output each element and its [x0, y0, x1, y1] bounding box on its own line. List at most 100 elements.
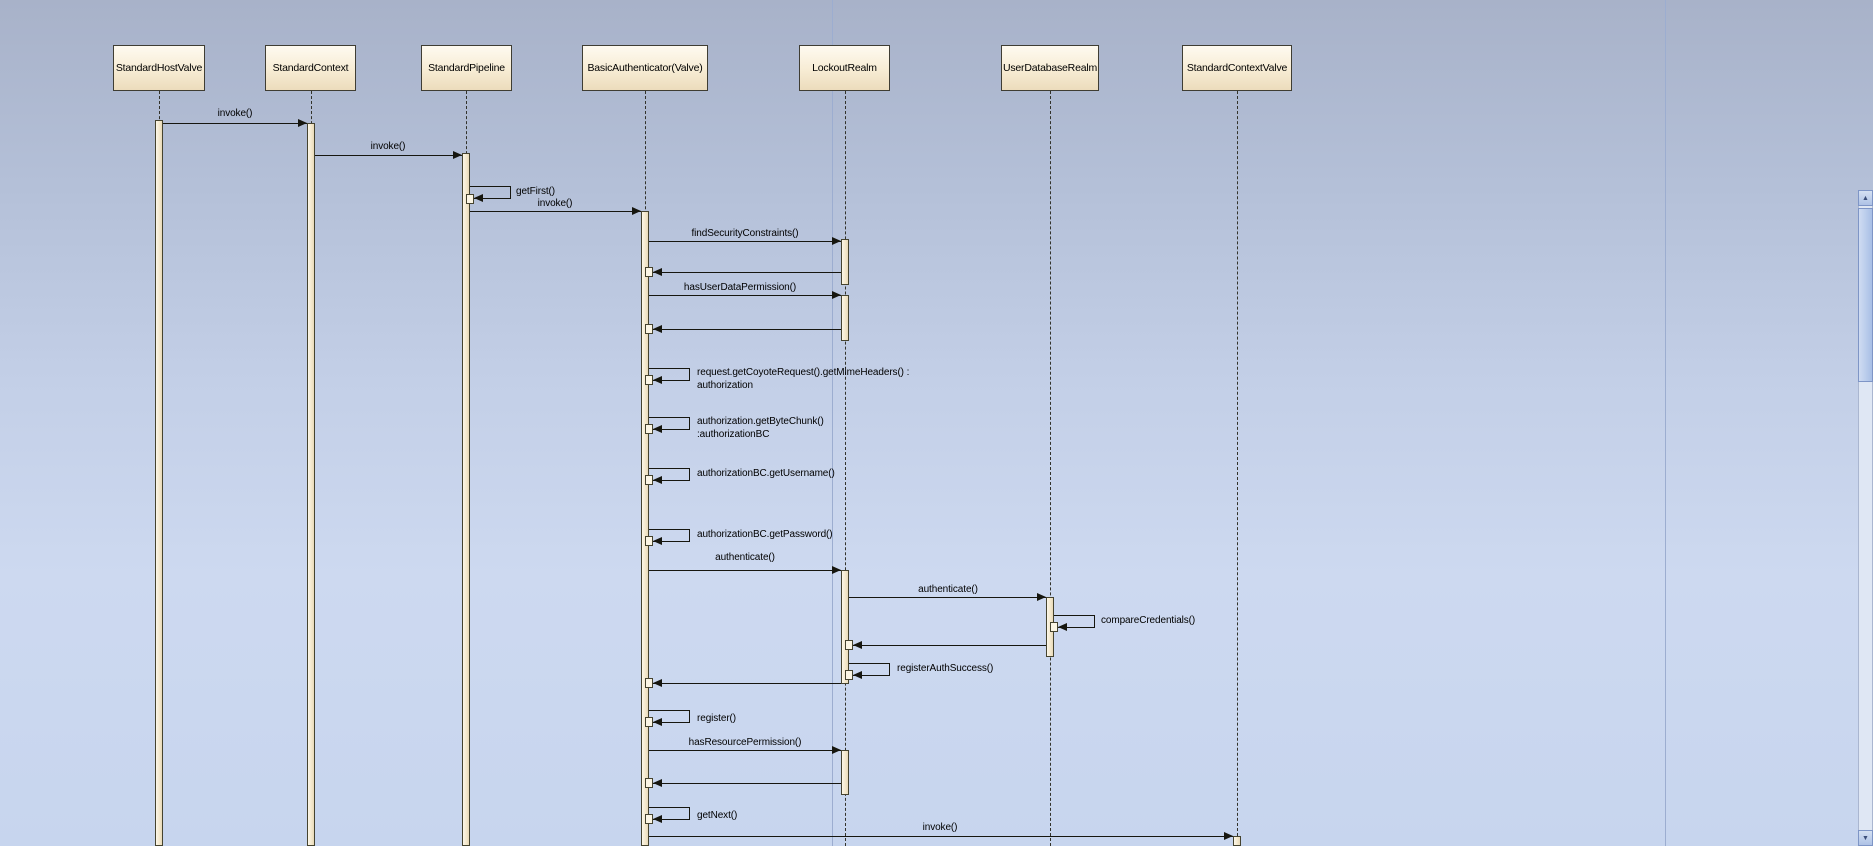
- arrowhead: [1037, 593, 1046, 601]
- message-label[interactable]: register(): [697, 713, 737, 724]
- message-line: [849, 663, 890, 664]
- arrowhead: [832, 291, 841, 299]
- nested-activation: [845, 670, 853, 680]
- activation-standard-pipeline[interactable]: [462, 153, 470, 846]
- participant-user-database-realm[interactable]: UserDatabaseRealm: [1001, 45, 1099, 91]
- message-label[interactable]: authorization: [697, 380, 753, 391]
- arrowhead: [474, 194, 483, 202]
- participant-label: StandardContextValve: [1186, 62, 1288, 74]
- activation-lockout-realm[interactable]: [841, 570, 849, 684]
- arrowhead: [653, 537, 662, 545]
- arrowhead: [1224, 832, 1233, 840]
- scroll-down-button[interactable]: ▼: [1858, 830, 1873, 846]
- arrowhead: [653, 376, 662, 384]
- arrowhead: [653, 325, 662, 333]
- activation-standard-host-valve[interactable]: [155, 120, 163, 846]
- message-line: [689, 807, 690, 820]
- message-label[interactable]: :authorizationBC: [697, 429, 770, 440]
- message-line: [653, 783, 841, 784]
- message-line: [653, 329, 841, 330]
- message-line: [689, 417, 690, 430]
- message-line: [653, 380, 690, 381]
- participant-lockout-realm[interactable]: LockoutRealm: [799, 45, 890, 91]
- arrowhead: [653, 425, 662, 433]
- message-line: [510, 186, 511, 199]
- participant-standard-pipeline[interactable]: StandardPipeline: [421, 45, 512, 91]
- participant-basic-authenticator[interactable]: BasicAuthenticator(Valve): [582, 45, 708, 91]
- message-line: [689, 368, 690, 381]
- activation-lockout-realm[interactable]: [841, 295, 849, 341]
- message-line: [649, 710, 690, 711]
- message-line: [689, 529, 690, 542]
- arrowhead: [653, 815, 662, 823]
- message-line: [849, 597, 1046, 598]
- nested-activation: [645, 267, 653, 277]
- message-label[interactable]: authenticate(): [918, 584, 978, 595]
- participant-label: StandardContext: [272, 62, 349, 74]
- message-line: [653, 722, 690, 723]
- message-label[interactable]: authenticate(): [715, 552, 775, 563]
- arrowhead: [653, 779, 662, 787]
- nested-activation: [645, 324, 653, 334]
- message-line: [689, 468, 690, 481]
- message-line: [653, 429, 690, 430]
- arrowhead: [832, 746, 841, 754]
- scroll-down-icon: ▼: [1862, 834, 1869, 842]
- message-label[interactable]: invoke(): [217, 108, 253, 119]
- message-label[interactable]: invoke(): [370, 141, 406, 152]
- message-line: [649, 807, 690, 808]
- message-line: [649, 750, 841, 751]
- message-label[interactable]: request.getCoyoteRequest().getMimeHeader…: [697, 367, 910, 378]
- scroll-up-button[interactable]: ▲: [1858, 190, 1873, 206]
- activation-standard-context[interactable]: [307, 123, 315, 846]
- message-label[interactable]: hasResourcePermission(): [688, 737, 802, 748]
- activation-lockout-realm[interactable]: [841, 239, 849, 285]
- participant-label: StandardPipeline: [428, 62, 505, 74]
- message-line: [689, 710, 690, 723]
- lifeline-lockout-realm[interactable]: [845, 91, 846, 846]
- message-label[interactable]: compareCredentials(): [1101, 615, 1196, 626]
- arrowhead: [653, 679, 662, 687]
- message-label[interactable]: authorization.getByteChunk(): [697, 416, 824, 427]
- nested-activation: [645, 778, 653, 788]
- message-label[interactable]: hasUserDataPermission(): [683, 282, 797, 293]
- activation-lockout-realm[interactable]: [841, 750, 849, 795]
- message-line: [315, 155, 462, 156]
- message-line: [653, 819, 690, 820]
- message-label[interactable]: findSecurityConstraints(): [691, 228, 799, 239]
- message-line: [1058, 627, 1095, 628]
- participant-standard-context[interactable]: StandardContext: [265, 45, 356, 91]
- activation-basic-authenticator[interactable]: [641, 211, 649, 846]
- nested-activation: [645, 717, 653, 727]
- message-label[interactable]: authorizationBC.getPassword(): [697, 529, 833, 540]
- arrowhead: [653, 718, 662, 726]
- nested-activation: [645, 814, 653, 824]
- participant-standard-context-valve[interactable]: StandardContextValve: [1182, 45, 1292, 91]
- message-label[interactable]: getFirst(): [516, 186, 556, 197]
- message-line: [653, 272, 841, 273]
- lifeline-standard-context-valve[interactable]: [1237, 91, 1238, 846]
- message-line: [853, 675, 890, 676]
- message-line: [649, 836, 1233, 837]
- participant-label: LockoutRealm: [812, 62, 877, 74]
- message-label[interactable]: authorizationBC.getUsername(): [697, 468, 835, 479]
- arrowhead: [453, 151, 462, 159]
- message-line: [474, 198, 511, 199]
- participant-label: UserDatabaseRealm: [1002, 62, 1098, 74]
- message-line: [1094, 615, 1095, 628]
- message-label[interactable]: getNext(): [697, 810, 738, 821]
- message-label[interactable]: invoke(): [537, 198, 573, 209]
- nested-activation: [466, 194, 474, 204]
- message-label[interactable]: invoke(): [922, 822, 958, 833]
- activation-standard-context-valve[interactable]: [1233, 836, 1241, 846]
- scrollbar-thumb[interactable]: [1858, 208, 1873, 382]
- arrowhead: [853, 671, 862, 679]
- participant-standard-host-valve[interactable]: StandardHostValve: [113, 45, 205, 91]
- participant-label: BasicAuthenticator(Valve): [587, 62, 703, 74]
- message-line: [163, 123, 307, 124]
- message-label[interactable]: registerAuthSuccess(): [897, 663, 994, 674]
- lifeline-user-database-realm[interactable]: [1050, 91, 1051, 846]
- nested-activation: [645, 678, 653, 688]
- participant-label: StandardHostValve: [115, 62, 203, 74]
